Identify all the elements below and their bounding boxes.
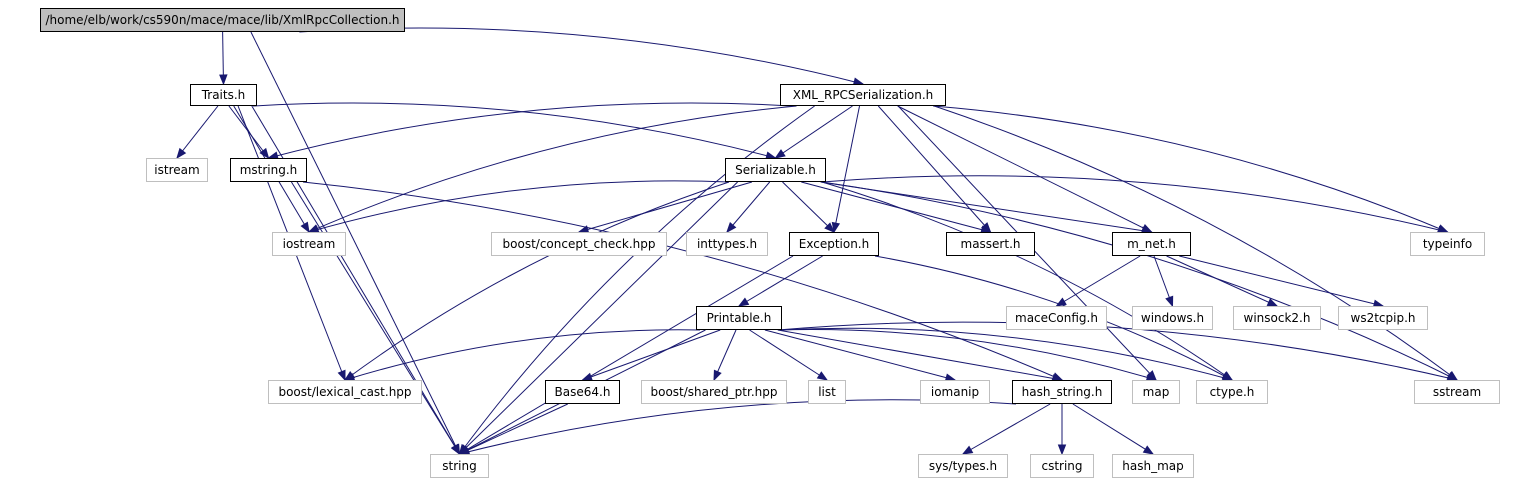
edge-traits-to-istream (176, 105, 219, 159)
arrowhead-exception (824, 222, 835, 233)
arrowhead-istream (176, 147, 187, 160)
node-boost-concept-check: boost/concept_check.hpp (491, 232, 667, 256)
node-serializable[interactable]: Serializable.h (725, 158, 826, 182)
edge-serializable-to-sstream (821, 181, 1458, 381)
edge-xmlrpc-to-massert (877, 105, 991, 233)
node-boost-shared-ptr: boost/shared_ptr.hpp (641, 380, 787, 404)
arrowhead-maceconfig (1055, 297, 1067, 307)
arrowhead-iostream (300, 221, 310, 234)
edge-traits-to-string (251, 105, 460, 455)
arrowhead-sharedptr (713, 369, 722, 382)
node-string: string (430, 454, 489, 478)
edge-root-to-string (250, 31, 460, 455)
node-iostream: iostream (272, 232, 346, 256)
edge-xmlrpc-to-sstream (934, 105, 1458, 381)
edge-serializable-to-ctype (821, 181, 1233, 381)
arrowhead-cstring (1057, 444, 1067, 456)
edge-base64-to-string (459, 403, 568, 455)
node-istream: istream (146, 158, 208, 182)
edge-printable-to-map (777, 329, 1157, 381)
node-map: map (1132, 380, 1180, 404)
edge-xmlrpc-to-exception (833, 105, 861, 233)
edge-serializable-to-string (459, 181, 738, 455)
node-windows: windows.h (1132, 306, 1213, 330)
edge-serializable-to-massert (801, 181, 991, 233)
node-maceconfig: maceConfig.h (1006, 306, 1107, 330)
edge-printable-to-lexicalcast (344, 329, 701, 381)
arrowhead-systypes (961, 445, 974, 455)
node-sys-types: sys/types.h (918, 454, 1008, 478)
edge-printable-to-list (749, 329, 828, 381)
edge-xmlrpc-to-iostream (308, 105, 797, 233)
node-cstring: cstring (1030, 454, 1094, 478)
node-winsock2: winsock2.h (1233, 306, 1321, 330)
node-xml-rpcserialization[interactable]: XML_RPCSerialization.h (780, 84, 946, 106)
node-mstring[interactable]: mstring.h (230, 158, 307, 182)
edge-serializable-to-lexicalcast (344, 181, 730, 381)
node-traits[interactable]: Traits.h (190, 84, 257, 106)
edge-mnet-to-ws2tcpip (1179, 255, 1384, 307)
edge-traits-to-serializable (252, 102, 776, 159)
arrowhead-traits (219, 74, 228, 86)
arrowhead-lexicalcast (337, 369, 346, 382)
edge-xmlrpc-to-serializable (775, 105, 853, 159)
arrowhead-windows (1165, 295, 1174, 308)
node-typeinfo: typeinfo (1410, 232, 1485, 256)
node-inttypes: inttypes.h (686, 232, 768, 256)
arrowhead-serializable (774, 149, 786, 159)
edge-mstring-to-hashstring (302, 181, 1063, 381)
edge-serializable-to-inttypes (726, 181, 771, 233)
edge-mnet-to-winsock2 (1166, 255, 1278, 307)
arrowhead-winsock2 (1266, 298, 1279, 307)
edge-serializable-to-typeinfo (821, 175, 1448, 233)
arrowhead-exception (831, 221, 841, 234)
edge-serializable-to-exception (782, 181, 835, 233)
edge-hashstring-to-systypes (962, 403, 1051, 455)
arrowhead-string (450, 443, 461, 456)
node-hash-string[interactable]: hash_string.h (1012, 380, 1112, 404)
arrowhead-inttypes (726, 222, 737, 234)
node-list: list (808, 380, 846, 404)
edge-mnet-to-maceconfig (1056, 255, 1141, 307)
arrowhead-mstring (259, 147, 270, 160)
edge-xmlrpc-to-mstring (268, 102, 792, 159)
edge-printable-to-sstream (777, 321, 1458, 381)
edge-printable-to-ctype (777, 327, 1233, 381)
node-massert[interactable]: massert.h (946, 232, 1035, 256)
edge-mstring-to-string (290, 181, 460, 455)
node-ctype: ctype.h (1196, 380, 1268, 404)
edge-serializable-to-conceptcheck (578, 181, 753, 233)
node-m-net[interactable]: m_net.h (1112, 232, 1191, 256)
edge-xmlrpc-to-string (459, 105, 815, 455)
edge-exception-to-printable (738, 255, 823, 307)
edge-serializable-to-iostream (308, 180, 730, 233)
arrowhead-hashmap (1142, 445, 1155, 455)
node-printable[interactable]: Printable.h (696, 306, 782, 330)
edge-printable-to-iomanip (764, 329, 956, 381)
node-exception[interactable]: Exception.h (789, 232, 879, 256)
edge-exception-to-string (459, 255, 794, 455)
node-hash-map: hash_map (1112, 454, 1194, 478)
node-ws2tcpip: ws2tcpip.h (1338, 306, 1428, 330)
arrowhead-printable (737, 297, 750, 307)
edge-xmlrpc-to-mnet (897, 105, 1152, 233)
node-base64[interactable]: Base64.h (545, 380, 620, 404)
edge-printable-to-hashstring (777, 329, 1063, 381)
node-iomanip: iomanip (920, 380, 990, 404)
arrowhead-list (816, 371, 829, 381)
node-root-xmlrpccollection[interactable]: /home/elb/work/cs590n/mace/mace/lib/XmlR… (40, 8, 405, 32)
edge-printable-to-base64 (582, 329, 721, 381)
edge-hashstring-to-string (459, 399, 1017, 455)
edge-xmlrpc-to-typeinfo (933, 105, 1448, 233)
edge-hashstring-to-hashmap (1072, 403, 1154, 455)
node-boost-lexical-cast: boost/lexical_cast.hpp (268, 380, 422, 404)
edge-root-to-xmlrpc (299, 27, 864, 85)
node-sstream: sstream (1414, 380, 1500, 404)
